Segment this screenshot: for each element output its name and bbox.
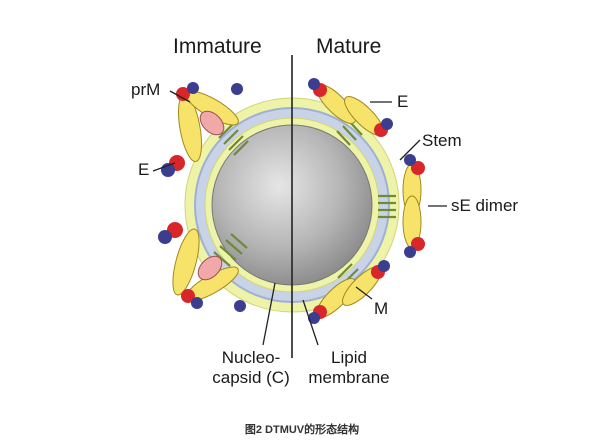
mature-dimer-lower — [308, 260, 390, 324]
m-label: M — [374, 299, 389, 318]
immature-spike-upper — [161, 82, 243, 177]
se-dimer-label: sE dimer — [451, 196, 519, 215]
transmembrane-helices — [213, 120, 396, 289]
nucleocapsid-label: Nucleo- capsid (C) — [208, 348, 294, 388]
e-label-left: E — [138, 160, 150, 179]
stem-label: Stem — [422, 131, 462, 150]
mature-dimer-right — [402, 154, 425, 258]
lipid-line2: membrane — [308, 368, 390, 387]
mature-label: Mature — [316, 35, 382, 58]
figure-caption: 图2 DTMUV的形态结构 — [244, 424, 360, 436]
prm-label: prM — [131, 80, 161, 99]
nucleocapsid-line2: capsid (C) — [212, 368, 290, 387]
e-label-right: E — [397, 92, 409, 111]
lipid-membrane-label: Lipid membrane — [304, 348, 394, 388]
immature-spike-lower — [158, 222, 246, 312]
lipid-line1: Lipid — [331, 348, 367, 367]
mature-dimer-upper — [308, 78, 393, 137]
nucleocapsid-line1: Nucleo- — [221, 348, 281, 367]
leader-lines — [152, 90, 447, 346]
immature-label: Immature — [173, 35, 262, 58]
